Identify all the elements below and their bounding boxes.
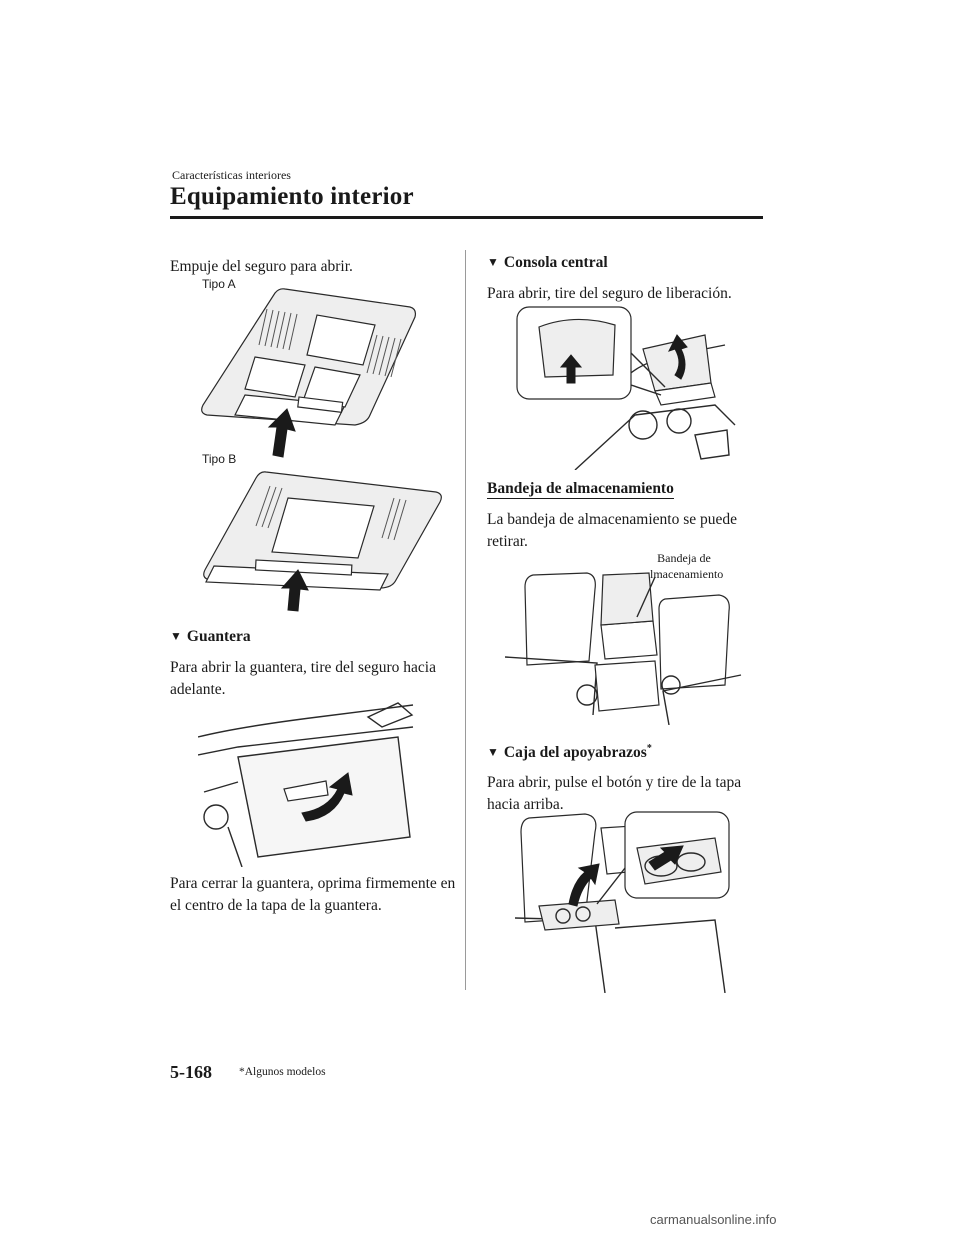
header-rule (170, 216, 763, 219)
triangle-down-icon: ▼ (170, 629, 182, 643)
page-number: 5-168 (170, 1062, 212, 1082)
watermark: carmanualsonline.info (650, 1212, 777, 1227)
armrest-heading: ▼Caja del apoyabrazos* (487, 743, 652, 762)
console-heading: ▼Consola central (487, 254, 608, 271)
tray-heading: Bandeja de almacenamiento (487, 480, 674, 499)
tipo-b-label: Tipo B (202, 452, 237, 466)
console-text: Para abrir, tire del seguro de liberació… (487, 285, 732, 302)
tray-text: La bandeja de almacenamiento se puede re… (487, 511, 738, 550)
glovebox-illustration (198, 702, 414, 867)
armrest-box-illustration (515, 811, 730, 993)
overhead-console-type-b-illustration (203, 471, 442, 612)
armrest-text: Para abrir, pulse el botón y tire de la … (487, 774, 742, 813)
glovebox-close-text: Para cerrar la guantera, oprima firmemen… (170, 875, 456, 914)
triangle-down-icon: ▼ (487, 255, 499, 269)
chapter-title: Equipamiento interior (170, 183, 414, 210)
up-arrow-icon (668, 334, 688, 380)
up-arrow-icon (568, 863, 600, 907)
section-label: Características interiores (172, 168, 291, 182)
glovebox-heading: ▼Guantera (170, 628, 251, 645)
footnote: *Algunos modelos (239, 1066, 326, 1078)
triangle-down-icon: ▼ (487, 745, 499, 760)
tipo-a-label: Tipo A (202, 277, 236, 291)
overhead-console-type-a-illustration (201, 288, 417, 458)
center-console-illustration (516, 306, 736, 470)
tray-callout: Bandeja de almacenamiento (644, 551, 724, 581)
up-arrow-icon (648, 845, 684, 871)
up-arrow-icon (301, 772, 353, 822)
glovebox-open-text: Para abrir la guantera, tire del seguro … (170, 659, 436, 698)
up-arrow-icon (559, 354, 583, 384)
column-divider (465, 250, 466, 990)
storage-tray-illustration (505, 572, 742, 725)
up-arrow-icon (267, 408, 296, 458)
up-arrow-icon (280, 569, 309, 612)
intro-text: Empuje del seguro para abrir. (170, 258, 353, 275)
